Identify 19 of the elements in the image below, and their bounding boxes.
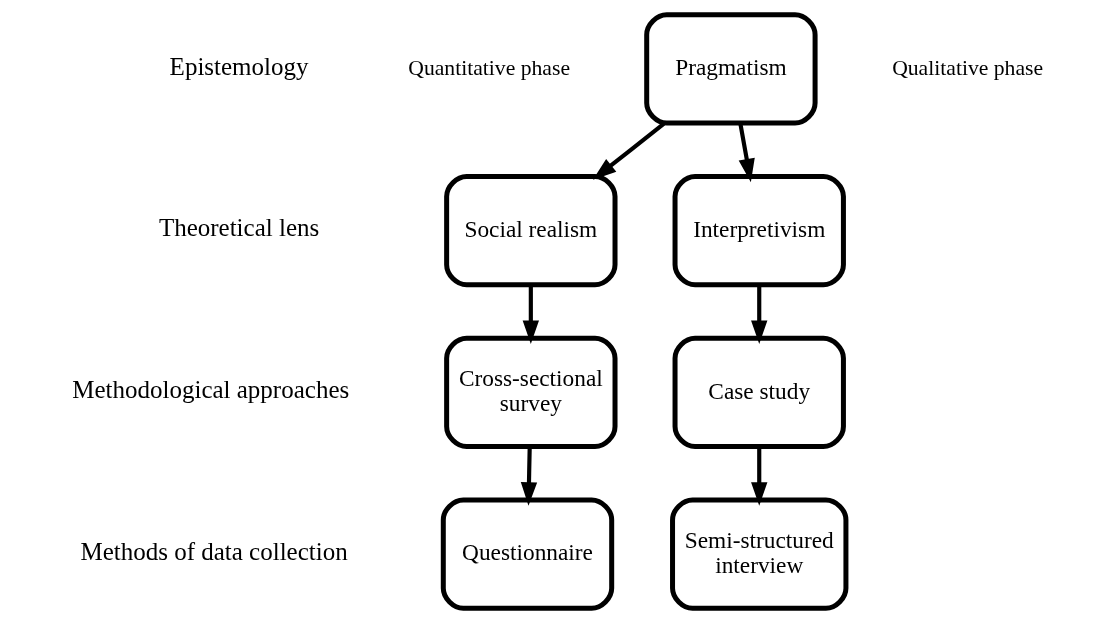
node-box: Case study (672, 335, 846, 450)
label: Epistemology (169, 52, 309, 80)
node-box: Pragmatism (643, 12, 818, 126)
label: Quantitative phase (407, 55, 570, 80)
arrow (592, 121, 666, 180)
arrow (750, 285, 767, 344)
arrow (520, 446, 537, 506)
label: Methodological approaches (71, 376, 349, 404)
arrow (737, 122, 755, 183)
node-box: Interpretivism (672, 173, 846, 288)
node-box: Semi-structured interview (669, 497, 848, 611)
label: Theoretical lens (158, 214, 319, 242)
arrow (522, 285, 539, 344)
arrow (750, 446, 767, 506)
label: Qualitative phase (891, 55, 1043, 80)
label: Methods of data collection (79, 537, 348, 565)
node-box: Social realism (443, 173, 617, 288)
node-box: Questionnaire (440, 497, 614, 611)
node-box: Cross-sectional survey (443, 335, 617, 450)
